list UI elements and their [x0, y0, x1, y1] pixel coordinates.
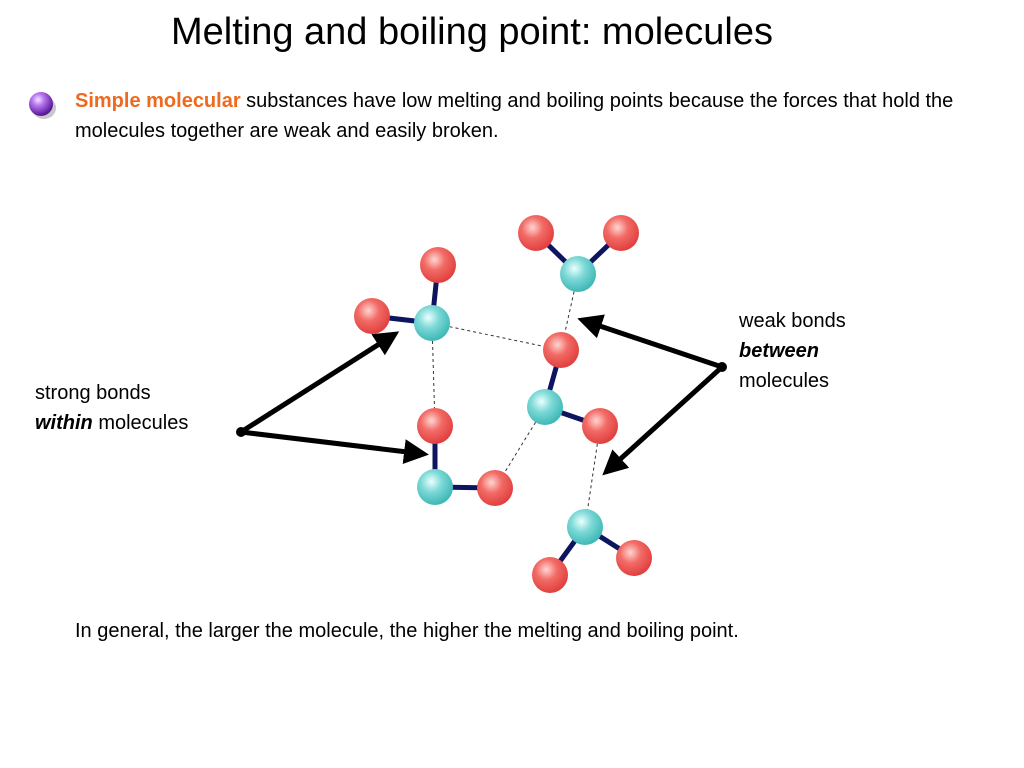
- outer-atom: [354, 298, 390, 334]
- outer-atom: [417, 408, 453, 444]
- outer-atom: [420, 247, 456, 283]
- outer-atom: [582, 408, 618, 444]
- weak-bonds-label: weak bonds between molecules: [739, 306, 846, 396]
- central-atom: [560, 256, 596, 292]
- central-atom: [414, 305, 450, 341]
- central-atom: [567, 509, 603, 545]
- weak-bonds-line1: weak bonds: [739, 310, 846, 332]
- outer-atom: [616, 540, 652, 576]
- within-emphasis: within: [35, 412, 93, 434]
- pointer-arrows: [236, 314, 727, 476]
- intro-text: Simple molecular substances have low mel…: [75, 86, 975, 146]
- strong-bonds-line2-rest: molecules: [92, 412, 189, 434]
- outer-atom: [603, 215, 639, 251]
- outer-atom: [532, 557, 568, 593]
- atoms: [354, 215, 652, 593]
- bullet-sphere-icon: [29, 92, 56, 119]
- footer-text: In general, the larger the molecule, the…: [75, 620, 739, 642]
- outer-atom: [477, 470, 513, 506]
- arrow-to-weak-bond-2: [602, 365, 724, 476]
- between-emphasis: between: [739, 340, 820, 362]
- arrow-to-covalent-bond-2: [240, 429, 429, 465]
- central-atom: [417, 469, 453, 505]
- arrow-to-weak-bond-1: [577, 314, 723, 370]
- strong-bonds-line1: strong bonds: [35, 382, 151, 404]
- weak-bonds-line3: molecules: [739, 370, 830, 392]
- intro-rest: substances have low melting and boiling …: [75, 90, 954, 142]
- weak-bond: [431, 322, 562, 351]
- strong-bonds-label: strong bonds within molecules: [35, 378, 188, 438]
- slide-title: Melting and boiling point: molecules: [170, 11, 774, 53]
- arrow-to-covalent-bond-1: [239, 331, 400, 435]
- outer-atom: [543, 332, 579, 368]
- outer-atom: [518, 215, 554, 251]
- central-atom: [527, 389, 563, 425]
- strong-bonds-line2: within molecules: [35, 408, 188, 438]
- intro-highlight: Simple molecular: [75, 90, 241, 112]
